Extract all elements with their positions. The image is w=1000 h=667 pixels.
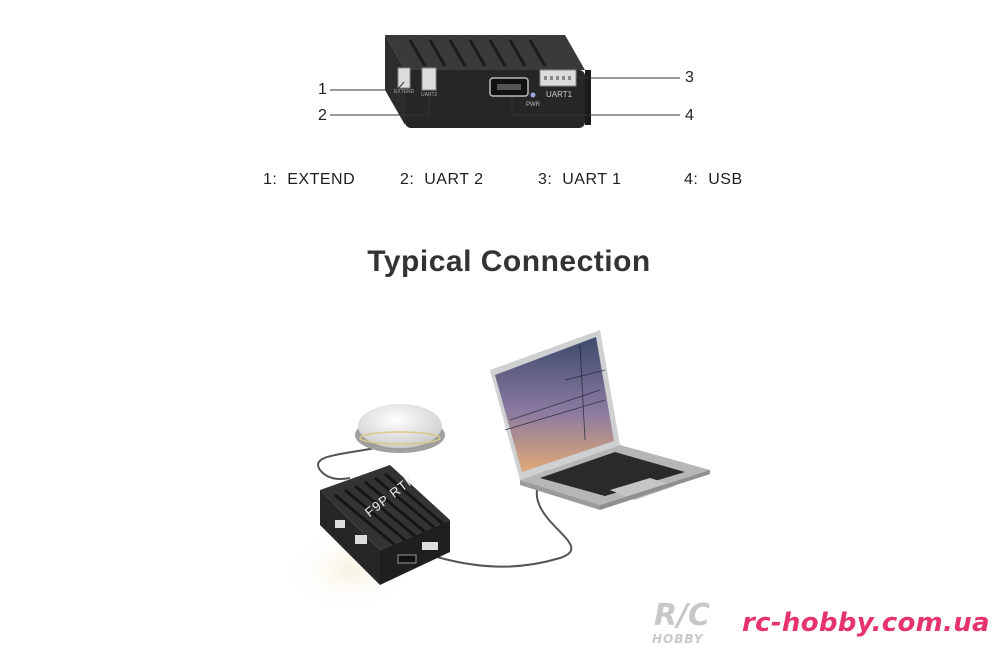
callout-2: 2 xyxy=(318,107,327,124)
rtk-module-top-illustration xyxy=(330,35,680,128)
uart1-port-label: UART1 xyxy=(546,90,573,99)
extend-port-label: EXTEND xyxy=(394,89,415,95)
legend-number: 1: xyxy=(263,171,278,188)
legend-item-uart2: 2: UART 2 xyxy=(400,171,484,189)
legend-label: UART 1 xyxy=(562,171,622,188)
connection-svg xyxy=(280,330,710,615)
laptop-screen xyxy=(495,337,614,472)
legend-item-uart1: 3: UART 1 xyxy=(538,171,622,189)
legend-number: 4: xyxy=(684,171,699,188)
watermark-url: rc-hobby.com.ua xyxy=(742,608,990,638)
uart2-port-label: UART2 xyxy=(421,92,438,98)
pwr-led-label: PWR xyxy=(526,102,540,108)
watermark-logo-rc: R/C xyxy=(654,598,711,633)
callout-4: 4 xyxy=(685,107,694,124)
watermark-logo-hobby: HOBBY xyxy=(652,632,704,646)
callout-3: 3 xyxy=(685,69,694,86)
device-diagram: UART1 PWR UART2 EXTEND xyxy=(300,20,720,140)
legend-label: EXTEND xyxy=(287,171,356,188)
section-heading: Typical Connection xyxy=(367,245,651,278)
legend-label: UART 2 xyxy=(424,171,484,188)
legend-item-extend: 1: EXTEND xyxy=(263,171,355,189)
gnss-antenna-dome xyxy=(358,404,442,448)
connection-illustration: F9P RTK xyxy=(280,320,740,620)
legend-number: 3: xyxy=(538,171,553,188)
legend-number: 2: xyxy=(400,171,415,188)
watermark-logo: R/C HOBBY xyxy=(650,598,740,648)
legend-label: USB xyxy=(708,171,743,188)
legend-item-usb: 4: USB xyxy=(684,171,743,189)
callout-1: 1 xyxy=(318,81,327,98)
